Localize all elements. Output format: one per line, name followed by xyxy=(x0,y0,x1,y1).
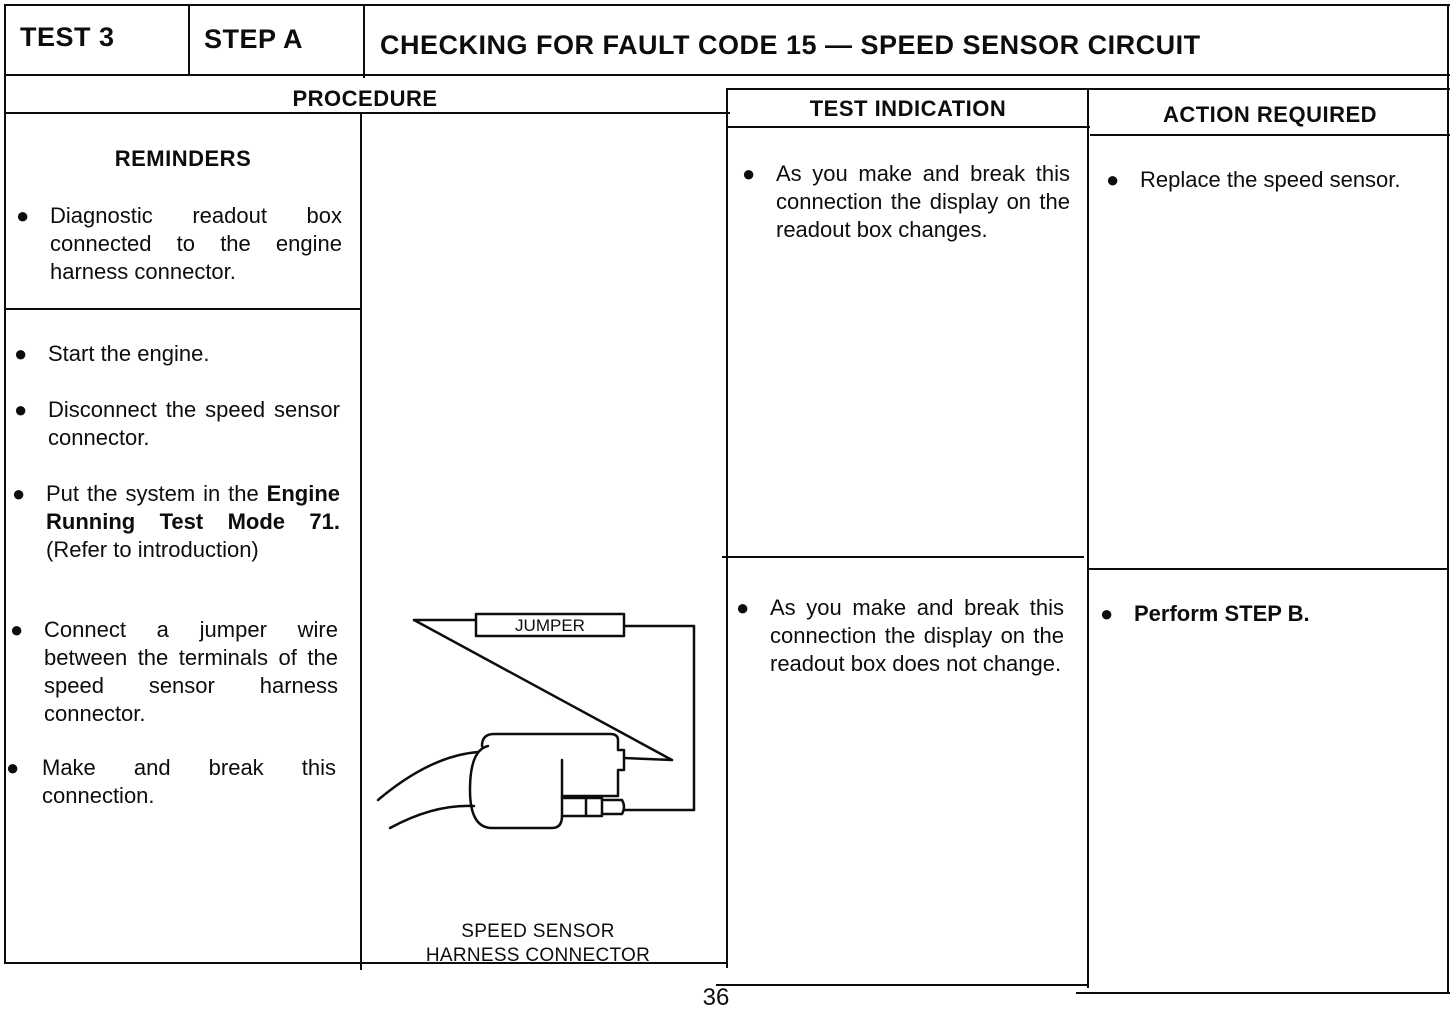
harness-wire xyxy=(376,750,480,802)
reminder-item: ● Diagnostic readout box connected to th… xyxy=(16,202,342,286)
bullet-icon: ● xyxy=(736,595,750,620)
bullet-icon: ● xyxy=(1100,601,1114,626)
jumper-wire xyxy=(412,618,674,762)
header-divider-1 xyxy=(188,4,190,74)
procedure-header-bottom xyxy=(4,112,730,114)
step-text: Start the engine. xyxy=(48,341,210,366)
table-border-right xyxy=(1447,4,1449,994)
action-text: Replace the speed sensor. xyxy=(1140,167,1401,192)
bullet-icon: ● xyxy=(12,481,26,506)
table-border-top xyxy=(4,4,1450,6)
header-divider-2 xyxy=(363,4,365,78)
caption-line-1: SPEED SENSOR xyxy=(461,921,615,942)
diagram-caption: SPEED SENSOR HARNESS CONNECTOR xyxy=(372,920,704,968)
bullet-icon: ● xyxy=(16,203,30,228)
reminders-title: REMINDERS xyxy=(114,146,252,171)
step-label: STEP A xyxy=(204,24,304,54)
procedure-inner-divider xyxy=(360,112,362,970)
page-number: 36 xyxy=(702,984,730,1011)
bullet-icon: ● xyxy=(14,397,28,422)
jumper-label: JUMPER xyxy=(515,616,585,635)
indication-right-divider xyxy=(1087,88,1089,988)
step-make-break: ● Make and break this connection. xyxy=(6,754,336,810)
terminal-pin xyxy=(560,796,604,818)
harness-wire xyxy=(388,804,476,830)
reminder-text: Diagnostic readout box connected to the … xyxy=(50,203,342,284)
page-title: CHECKING FOR FAULT CODE 15 — SPEED SENSO… xyxy=(380,30,1201,60)
terminal-pin xyxy=(600,798,626,816)
indication-changes: ● As you make and break this connection … xyxy=(742,160,1070,244)
action-bottom xyxy=(1076,992,1450,994)
test-indication-header: TEST INDICATION xyxy=(809,96,1007,121)
caption-line-2: HARNESS CONNECTOR xyxy=(425,945,651,966)
bullet-icon: ● xyxy=(14,341,28,366)
connector-body xyxy=(468,732,626,830)
procedure-right-divider xyxy=(726,88,728,968)
procedure-header: PROCEDURE xyxy=(292,86,438,111)
action-text: Perform STEP B. xyxy=(1134,601,1310,626)
step-text-bold: Engine Running Test Mode 71. xyxy=(46,481,340,534)
step-text: Connect a jumper wire between the termin… xyxy=(44,617,338,726)
action-required-header: ACTION REQUIRED xyxy=(1162,102,1378,127)
jumper-wire xyxy=(622,624,696,812)
step-jumper: ● Connect a jumper wire between the term… xyxy=(10,616,338,728)
table-border-left xyxy=(4,4,6,964)
jumper-wire xyxy=(622,756,674,762)
test-indication-header-bottom xyxy=(728,126,1090,128)
step-text-post: (Refer to introduction) xyxy=(46,537,259,562)
action-header-bottom xyxy=(1090,134,1450,136)
bullet-icon: ● xyxy=(6,755,20,780)
procedure-bottom xyxy=(4,962,726,964)
step-text: Disconnect the speed sensor connector. xyxy=(48,397,340,450)
jumper-box xyxy=(474,612,626,638)
indication-no-change: ● As you make and break this connection … xyxy=(736,594,1064,678)
bullet-icon: ● xyxy=(10,617,24,642)
results-row-divider xyxy=(722,556,1084,558)
indication-text: As you make and break this connection th… xyxy=(776,161,1070,242)
action-perform-step-b: ● Perform STEP B. xyxy=(1100,600,1426,628)
header-bottom xyxy=(4,74,1450,76)
results-row-divider-action xyxy=(1087,568,1449,570)
reminders-bottom xyxy=(4,308,362,310)
step-start-engine: ● Start the engine. xyxy=(14,340,340,368)
step-text: Make and break this connection. xyxy=(42,755,336,808)
bullet-icon: ● xyxy=(742,161,756,186)
step-text-pre: Put the system in the xyxy=(46,481,267,506)
indication-text: As you make and break this connection th… xyxy=(770,595,1064,676)
indication-bottom xyxy=(716,984,1088,986)
step-test-mode: ● Put the system in the Engine Running T… xyxy=(12,480,340,564)
speed-sensor-diagram: JUMPER xyxy=(376,612,696,830)
test-number: TEST 3 xyxy=(20,22,115,52)
right-header-top xyxy=(728,88,1450,90)
step-disconnect: ● Disconnect the speed sensor connector. xyxy=(14,396,340,452)
bullet-icon: ● xyxy=(1106,167,1120,192)
action-replace-sensor: ● Replace the speed sensor. xyxy=(1106,166,1432,194)
